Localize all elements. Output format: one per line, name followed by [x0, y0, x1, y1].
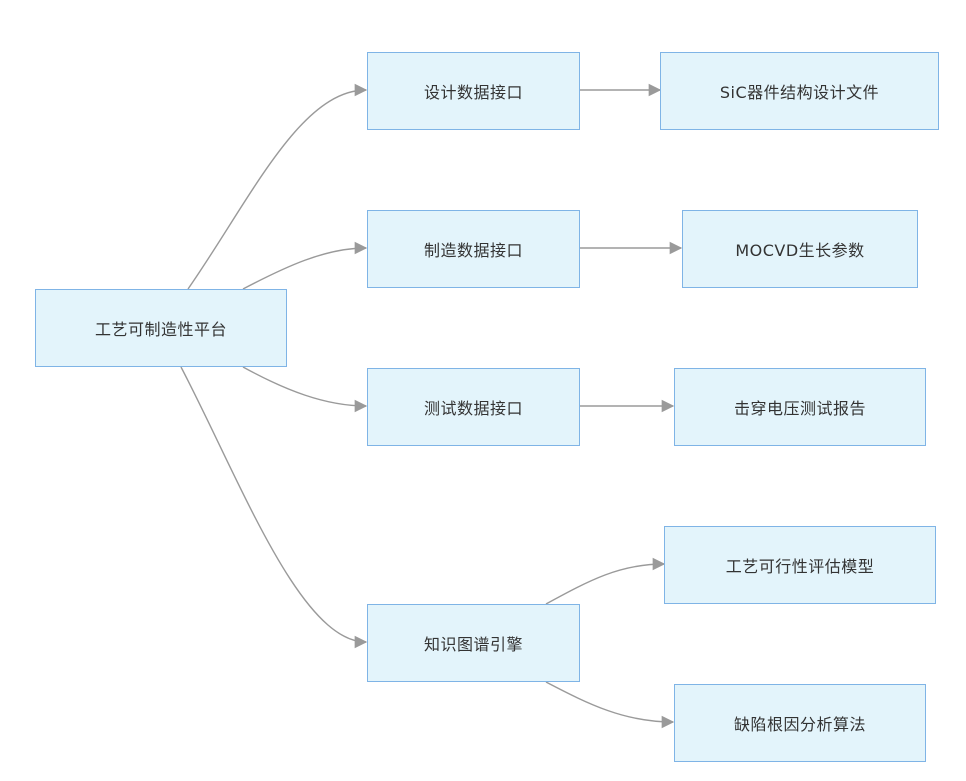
edge-platform-to-manufacturing-interface [242, 241, 368, 290]
edge-knowledge-engine-to-defect-algorithm [545, 681, 675, 729]
node-platform[interactable]: 工艺可制造性平台 [35, 289, 287, 367]
node-mocvd-params[interactable]: MOCVD生长参数 [682, 210, 918, 288]
edge-platform-to-design-interface [187, 83, 368, 290]
node-feasibility-model[interactable]: 工艺可行性评估模型 [664, 526, 936, 604]
node-knowledge-engine[interactable]: 知识图谱引擎 [367, 604, 580, 682]
edge-platform-to-test-interface [242, 366, 368, 413]
node-defect-algorithm[interactable]: 缺陷根因分析算法 [674, 684, 926, 762]
node-design-interface[interactable]: 设计数据接口 [367, 52, 580, 130]
edge-knowledge-engine-to-feasibility-model [545, 557, 666, 605]
edge-platform-to-knowledge-engine [180, 366, 368, 649]
node-sic-design-files[interactable]: SiC器件结构设计文件 [660, 52, 939, 130]
node-breakdown-report[interactable]: 击穿电压测试报告 [674, 368, 926, 446]
node-test-interface[interactable]: 测试数据接口 [367, 368, 580, 446]
node-manufacturing-interface[interactable]: 制造数据接口 [367, 210, 580, 288]
